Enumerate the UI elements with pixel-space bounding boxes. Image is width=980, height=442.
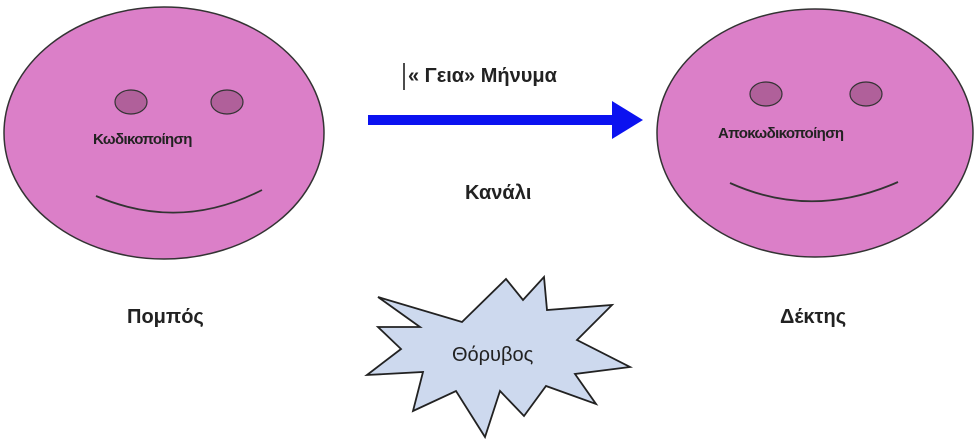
arrow-head	[612, 101, 643, 139]
receiver-caption: Δέκτης	[780, 306, 846, 328]
sender-face-label: Κωδικοποίηση	[93, 131, 192, 148]
sender-face: Κωδικοποίηση	[3, 6, 325, 260]
receiver-face: Αποκωδικοποίηση	[656, 8, 974, 258]
arrow-shaft	[368, 115, 616, 125]
noise-starburst: Θόρυβος	[364, 274, 634, 440]
noise-star-shape	[364, 274, 634, 440]
sender-face-circle	[3, 6, 325, 260]
receiver-right-eye	[849, 81, 883, 107]
receiver-face-label: Αποκωδικοποίηση	[718, 125, 844, 142]
message-label: « Γεια» Μήνυμα	[408, 65, 558, 87]
receiver-face-circle	[656, 8, 974, 258]
sender-caption: Πομπός	[127, 306, 204, 328]
sender-right-eye	[210, 89, 244, 115]
sender-left-eye	[114, 89, 148, 115]
message-arrow	[368, 101, 643, 139]
receiver-smile	[729, 181, 899, 203]
receiver-left-eye	[749, 81, 783, 107]
sender-smile	[95, 189, 263, 214]
channel-label: Κανάλι	[465, 182, 531, 204]
noise-label: Θόρυβος	[452, 344, 534, 366]
